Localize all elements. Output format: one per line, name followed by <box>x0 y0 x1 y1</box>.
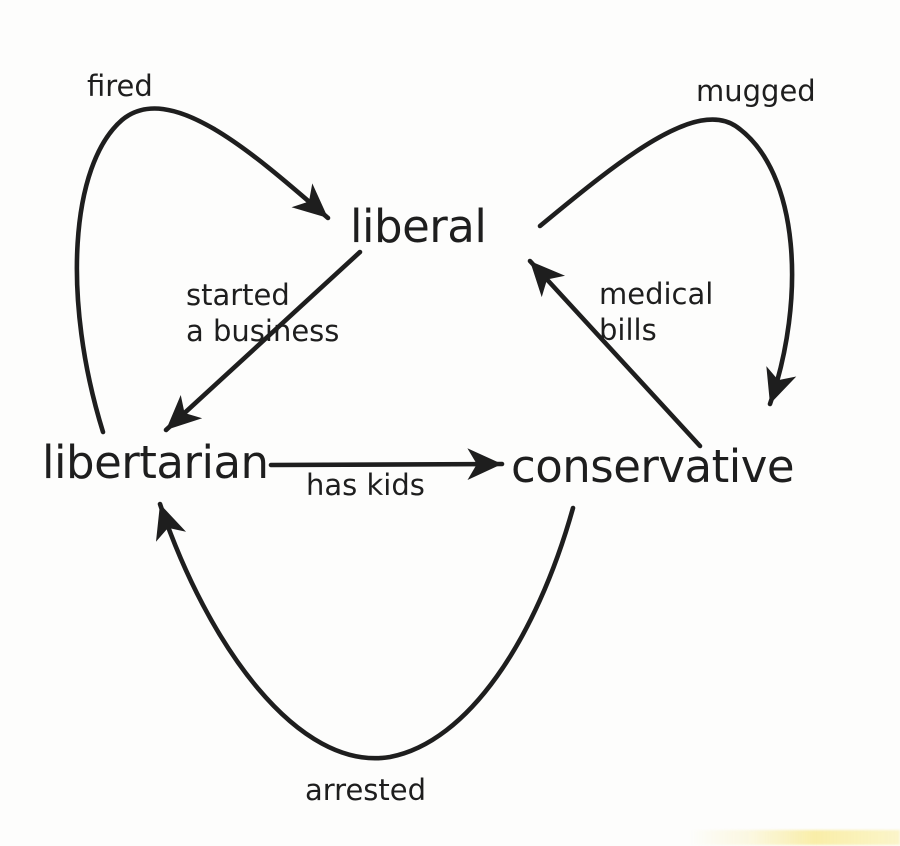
edge-label-started-line1: started <box>186 278 290 312</box>
arrow-fired <box>74 106 331 435</box>
node-conservative: conservative <box>511 440 795 493</box>
edge-label-started-line2: a business <box>186 314 340 348</box>
edge-label-fired: fired <box>87 69 153 103</box>
edge-label-has-kids: has kids <box>306 468 425 502</box>
node-libertarian: libertarian <box>42 436 269 489</box>
edge-label-medical-bills: medical bills <box>599 276 713 348</box>
edge-label-mugged: mugged <box>696 74 816 108</box>
arrow-started-a-business <box>163 249 363 433</box>
node-liberal: liberal <box>350 200 487 253</box>
arrow-mugged <box>537 117 797 407</box>
edge-label-started-a-business: started a business <box>186 277 339 349</box>
edge-label-arrested: arrested <box>305 773 427 807</box>
arrow-arrested <box>155 501 576 761</box>
arrow-medical-bills <box>527 258 703 449</box>
edge-label-medical-line2: bills <box>599 313 657 347</box>
edge-label-medical-line1: medical <box>599 277 714 311</box>
arrow-has-kids <box>268 448 505 480</box>
